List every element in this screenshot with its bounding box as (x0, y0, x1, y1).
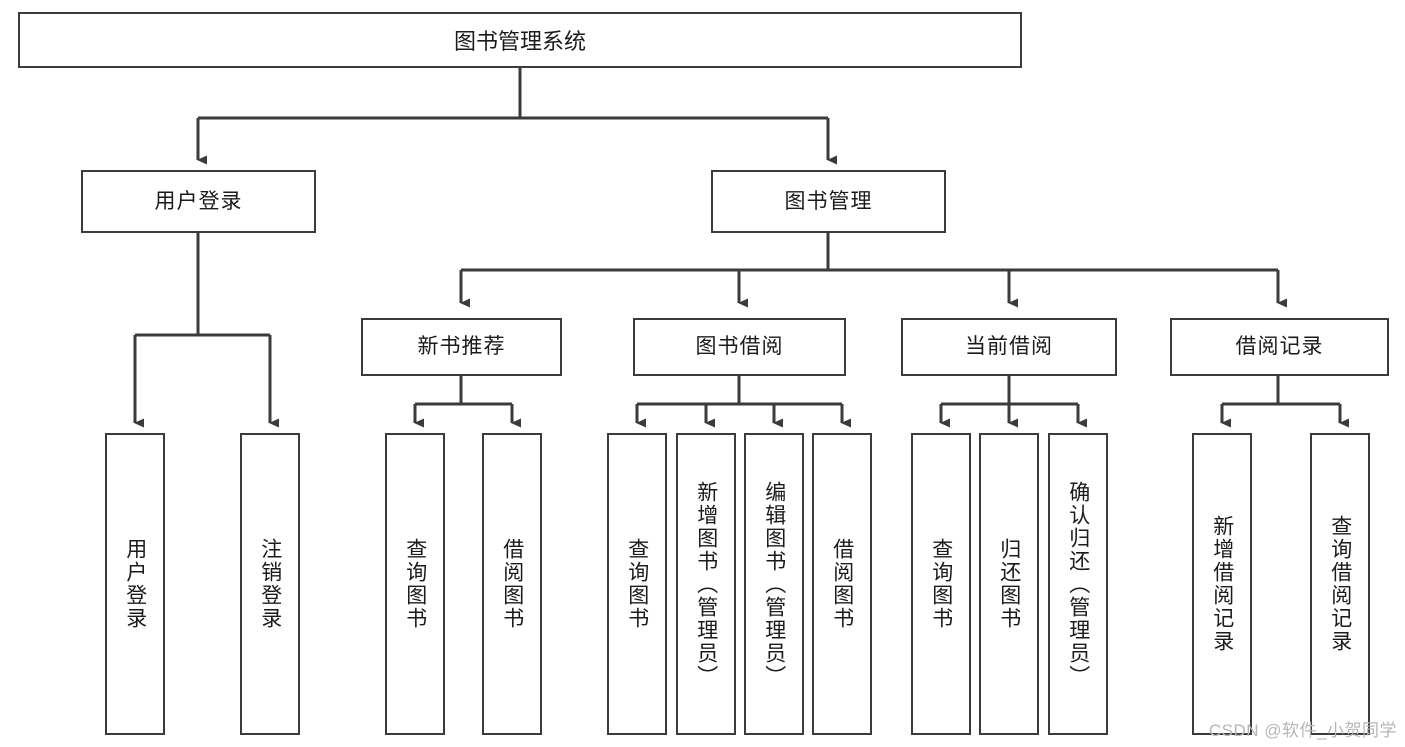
node-current-borrow[interactable]: 当前借阅 (901, 318, 1117, 376)
leaf-query-record[interactable]: 查询借阅记录 (1310, 433, 1370, 735)
node-root[interactable]: 图书管理系统 (18, 12, 1022, 68)
leaf-borrow-book-2[interactable]: 借阅图书 (812, 433, 872, 735)
leaf-add-record-label: 新增借阅记录 (1210, 515, 1234, 653)
leaf-edit-book[interactable]: 编辑图书（管理员） (744, 433, 804, 735)
leaf-logout-login-label: 注销登录 (258, 538, 282, 630)
leaf-query-book-3-label: 查询图书 (929, 538, 953, 630)
leaf-query-book-3[interactable]: 查询图书 (911, 433, 971, 735)
node-book-manage[interactable]: 图书管理 (711, 170, 946, 233)
leaf-add-book-label: 新增图书（管理员） (694, 480, 718, 688)
node-user-login[interactable]: 用户登录 (81, 170, 316, 233)
leaf-add-book[interactable]: 新增图书（管理员） (676, 433, 736, 735)
leaf-borrow-book-1[interactable]: 借阅图书 (482, 433, 542, 735)
watermark: CSDN @软件_小贺同学 (1208, 721, 1397, 740)
node-current-borrow-label: 当前借阅 (965, 335, 1053, 359)
node-root-label: 图书管理系统 (453, 29, 586, 54)
leaf-query-book-2[interactable]: 查询图书 (607, 433, 667, 735)
node-book-borrow-label: 图书借阅 (695, 335, 784, 359)
node-new-book-recommend-label: 新书推荐 (417, 335, 506, 359)
leaf-borrow-book-2-label: 借阅图书 (830, 538, 854, 630)
node-book-borrow[interactable]: 图书借阅 (633, 318, 846, 376)
leaf-logout-login[interactable]: 注销登录 (240, 433, 300, 735)
leaf-add-record[interactable]: 新增借阅记录 (1192, 433, 1252, 735)
leaf-query-book-1[interactable]: 查询图书 (385, 433, 445, 735)
leaf-query-book-2-label: 查询图书 (625, 538, 649, 630)
leaf-confirm-return-label: 确认归还（管理员） (1066, 480, 1090, 688)
node-user-login-label: 用户登录 (154, 189, 243, 213)
node-book-manage-label: 图书管理 (784, 189, 873, 213)
leaf-edit-book-label: 编辑图书（管理员） (762, 480, 786, 688)
leaf-query-record-label: 查询借阅记录 (1328, 515, 1352, 653)
node-borrow-record-label: 借阅记录 (1235, 335, 1324, 359)
leaf-query-book-1-label: 查询图书 (403, 538, 427, 630)
leaf-return-book-label: 归还图书 (997, 538, 1021, 630)
leaf-return-book[interactable]: 归还图书 (979, 433, 1039, 735)
leaf-borrow-book-1-label: 借阅图书 (500, 538, 524, 630)
leaf-confirm-return[interactable]: 确认归还（管理员） (1048, 433, 1108, 735)
leaf-user-login[interactable]: 用户登录 (105, 433, 165, 735)
node-borrow-record[interactable]: 借阅记录 (1170, 318, 1389, 376)
leaf-user-login-label: 用户登录 (123, 538, 147, 630)
node-new-book-recommend[interactable]: 新书推荐 (361, 318, 562, 376)
